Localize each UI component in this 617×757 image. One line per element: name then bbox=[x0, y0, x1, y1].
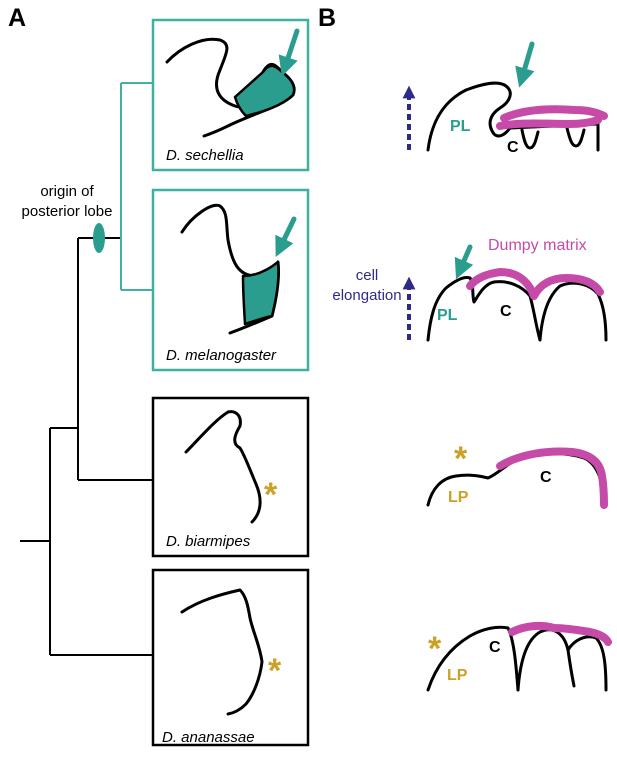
c-label-3: C bbox=[540, 469, 552, 486]
species-name-biarmipes: D. biarmipes bbox=[166, 533, 251, 550]
arrow-icon-melanogaster bbox=[275, 216, 297, 258]
cell-elongation-label-2: elongation bbox=[332, 287, 401, 304]
panel-b-label: B bbox=[318, 4, 336, 32]
panel-b-row-ananassae: * LP C bbox=[426, 621, 612, 692]
posterior-lobe-melanogaster bbox=[241, 260, 280, 326]
cell-elongation-label-1: cell bbox=[356, 267, 379, 284]
genital-outline-biarmipes bbox=[184, 410, 262, 524]
c-label-4: C bbox=[489, 639, 501, 656]
asterisk-icon-row-3: * bbox=[454, 440, 468, 478]
panel-b-row-sechellia: PL C bbox=[402, 41, 608, 156]
species-name-sechellia: D. sechellia bbox=[166, 147, 244, 164]
asterisk-icon-ananassae: * bbox=[268, 652, 282, 690]
posterior-lobe-sechellia bbox=[233, 64, 296, 118]
arrow-icon-panel-b-2 bbox=[454, 244, 474, 280]
c-label-2: C bbox=[500, 303, 512, 320]
dumpy-matrix-sechellia bbox=[496, 105, 608, 130]
genital-outline-ananassae bbox=[180, 588, 264, 716]
cleft-outline-sechellia-2 bbox=[565, 126, 586, 148]
pl-label-1: PL bbox=[450, 118, 471, 135]
origin-label-line2: posterior lobe bbox=[22, 203, 113, 220]
phylogenetic-tree bbox=[20, 82, 153, 656]
asterisk-icon-row-4: * bbox=[428, 630, 442, 668]
origin-label-line1: origin of bbox=[40, 183, 94, 200]
panel-a-label: A bbox=[8, 4, 26, 32]
c-label-1: C bbox=[507, 139, 519, 156]
species-box-ananassae: * D. ananassae bbox=[151, 568, 310, 747]
panel-b-row-melanogaster: Dumpy matrix cell elongation PL C bbox=[332, 237, 608, 342]
species-box-biarmipes: * D. biarmipes bbox=[151, 396, 310, 558]
lp-label-1: LP bbox=[448, 489, 469, 506]
species-name-ananassae: D. ananassae bbox=[162, 729, 255, 746]
arrow-icon-panel-b-1 bbox=[515, 41, 535, 88]
asterisk-icon-biarmipes: * bbox=[264, 476, 278, 514]
dumpy-matrix-label: Dumpy matrix bbox=[488, 237, 587, 254]
species-name-melanogaster: D. melanogaster bbox=[166, 347, 277, 364]
pl-label-2: PL bbox=[437, 307, 458, 324]
dumpy-matrix-ananassae bbox=[508, 621, 612, 646]
dumpy-matrix-biarmipes bbox=[496, 447, 608, 509]
arrow-icon-sechellia bbox=[278, 28, 300, 77]
species-box-sechellia: D. sechellia bbox=[151, 18, 310, 172]
lobe-origin-marker bbox=[93, 223, 105, 253]
tissue-outline-sechellia bbox=[426, 81, 600, 152]
species-box-melanogaster: D. melanogaster bbox=[151, 188, 310, 372]
cleft-outline-sechellia bbox=[520, 128, 540, 150]
lp-label-2: LP bbox=[447, 667, 468, 684]
dumpy-matrix-melanogaster bbox=[466, 268, 604, 300]
panel-b-row-biarmipes: * LP C bbox=[426, 440, 608, 509]
